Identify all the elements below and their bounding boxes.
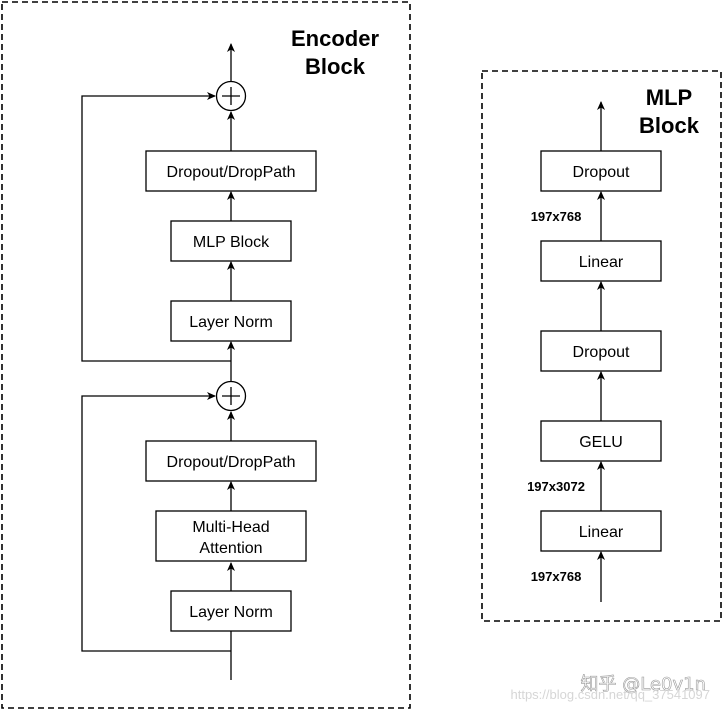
mlp-dropout-mid-box: Dropout (540, 330, 662, 372)
mlp-dim-label-mid: 197x3072 (527, 479, 585, 494)
encoder-attention-box: Multi-Head Attention (155, 510, 307, 562)
mlp-linear-top-label: Linear (579, 254, 624, 271)
encoder-layer-norm-top-box: Layer Norm (170, 300, 292, 342)
watermark-handle: 知乎 @Le0v1n (581, 674, 706, 695)
encoder-title-line2: Block (305, 54, 366, 79)
encoder-dropout-top-box: Dropout/DropPath (145, 150, 317, 192)
encoder-layer-norm-bottom-label: Layer Norm (189, 604, 273, 621)
encoder-dropout-top-label: Dropout/DropPath (167, 164, 296, 181)
encoder-mlp-block-label: MLP Block (193, 234, 270, 251)
encoder-attention-label-line2: Attention (199, 540, 262, 557)
encoder-mlp-block-box: MLP Block (170, 220, 292, 262)
add-node-top (215, 80, 247, 112)
encoder-attention-label-line1: Multi-Head (192, 519, 269, 536)
mlp-linear-top-box: Linear (540, 240, 662, 282)
encoder-layer-norm-bottom-box: Layer Norm (170, 590, 292, 632)
mlp-block-frame (481, 70, 722, 622)
residual-connection-attention (81, 392, 231, 652)
add-node-bottom (215, 380, 247, 412)
mlp-dim-label-bottom: 197x768 (531, 569, 582, 584)
mlp-title-line1: MLP (646, 85, 692, 110)
mlp-title-line2: Block (639, 113, 700, 138)
encoder-dropout-bottom-box: Dropout/DropPath (145, 440, 317, 482)
encoder-block-frame (1, 1, 411, 709)
mlp-linear-bottom-box: Linear (540, 510, 662, 552)
mlp-dropout-top-label: Dropout (573, 164, 630, 181)
mlp-dropout-top-box: Dropout (540, 150, 662, 192)
mlp-dim-label-top: 197x768 (531, 209, 582, 224)
encoder-layer-norm-top-label: Layer Norm (189, 314, 273, 331)
encoder-title-line1: Encoder (291, 26, 379, 51)
mlp-dropout-mid-label: Dropout (573, 344, 630, 361)
residual-connection-mlp (81, 92, 231, 362)
mlp-gelu-box: GELU (540, 420, 662, 462)
watermark-url: https://blog.csdn.net/qq_37541097 (511, 687, 711, 702)
mlp-gelu-label: GELU (579, 434, 623, 451)
mlp-linear-bottom-label: Linear (579, 524, 624, 541)
encoder-dropout-bottom-label: Dropout/DropPath (167, 454, 296, 471)
